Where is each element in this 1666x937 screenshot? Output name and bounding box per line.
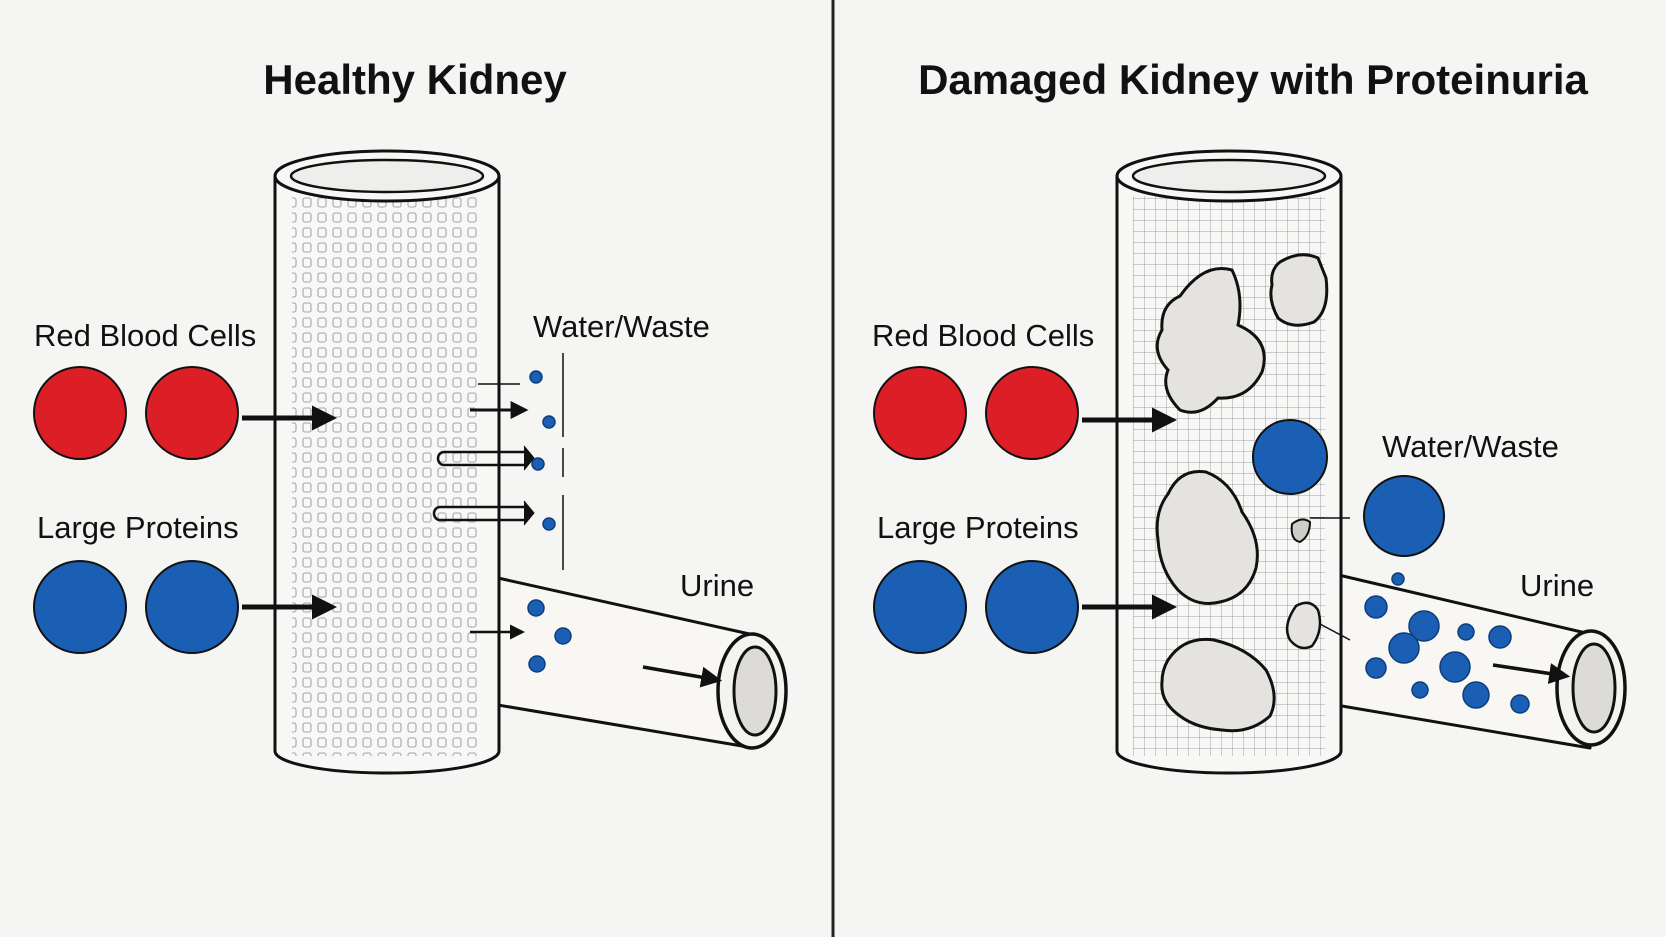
leaked-protein [1364,595,1388,619]
large-protein [985,560,1079,654]
damaged-filter-tube [1115,149,1343,775]
water-waste-particle [1391,572,1405,586]
leaking-protein [1252,419,1328,495]
urine-tube [478,572,788,750]
urine-tube-damaged [1328,571,1627,750]
leaking-protein [1363,475,1445,557]
water-waste-label: Water/Waste [533,309,710,344]
red-blood-cell [873,366,967,460]
filter-damage-hole [1290,518,1312,544]
damaged-kidney-panel: Damaged Kidney with Proteinuria [872,56,1627,775]
water-waste-particle [528,655,546,673]
large-proteins-label: Large Proteins [37,510,239,545]
urine-flow-arrow [1492,663,1571,684]
leaked-protein [1488,625,1512,649]
red-blood-cells-label: Red Blood Cells [34,318,256,353]
red-blood-cells-label: Red Blood Cells [872,318,1094,353]
leak-pointer [1319,623,1351,641]
urine-label: Urine [680,568,754,603]
filter-damage-hole [1285,601,1322,650]
healthy-kidney-title: Healthy Kidney [263,56,567,103]
water-waste-particle [529,370,543,384]
red-blood-cell [985,366,1079,460]
filter-damage-hole [1160,637,1276,733]
leaked-protein [1388,632,1420,664]
water-waste-flow [432,353,564,640]
large-protein [145,560,239,654]
leaked-protein [1462,681,1490,709]
healthy-filter-tube [273,149,501,775]
healthy-kidney-panel: Healthy Kidney Red Blood Cells Large Pro… [33,56,788,775]
urine-label: Urine [1520,568,1594,603]
filter-damage-hole [1155,267,1266,414]
large-protein [33,560,127,654]
urine-flow-arrow [642,665,723,688]
water-waste-particle [527,599,545,617]
water-waste-label: Water/Waste [1382,429,1559,464]
water-waste-particle [531,457,545,471]
large-protein [873,560,967,654]
leaked-protein [1439,651,1471,683]
filter-damage-hole [1269,253,1329,327]
leaked-protein [1411,681,1429,699]
leaked-protein [1510,694,1530,714]
red-blood-cell [33,366,127,460]
large-proteins-label: Large Proteins [877,510,1079,545]
red-blood-cell [145,366,239,460]
filter-damage-hole [1155,469,1259,605]
water-waste-particle [542,517,556,531]
water-waste-particle [542,415,556,429]
leaked-protein [1408,610,1440,642]
damaged-kidney-title: Damaged Kidney with Proteinuria [918,56,1588,103]
leaked-protein [1457,623,1475,641]
water-waste-particle [554,627,572,645]
leaked-protein [1365,657,1387,679]
